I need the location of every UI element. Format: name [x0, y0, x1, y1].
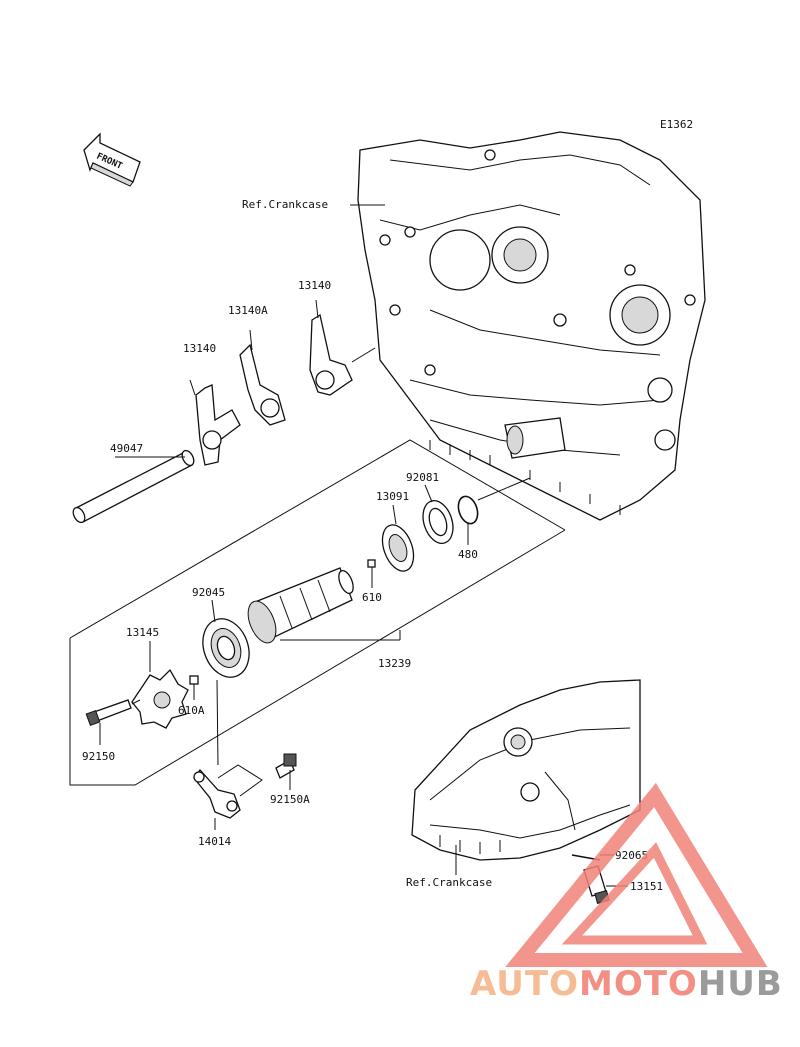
front-arrow-icon: FRONT [83, 132, 141, 187]
part-label-13145: 13145 [126, 626, 159, 639]
washer-92081 [422, 499, 454, 545]
crankcase-lower [411, 679, 641, 861]
bolt-92150 [85, 699, 132, 726]
watermark-wordmark: AUTOMOTOHUB [470, 964, 783, 1004]
watermark-logo: AUTOMOTOHUB [470, 782, 783, 1004]
shift-fork-13140-right [309, 299, 353, 396]
part-label-610: 610 [362, 591, 382, 604]
shift-fork-13140-left [189, 379, 241, 466]
part-label-92065: 92065 [615, 849, 648, 862]
shift-rod-49047 [72, 449, 195, 524]
part-label-92081: 92081 [406, 471, 439, 484]
ref-crankcase-lower-label: Ref.Crankcase [406, 876, 492, 889]
part-label-13140-left: 13140 [183, 342, 216, 355]
part-label-13091: 13091 [376, 490, 409, 503]
cam-plate-13091 [381, 524, 415, 572]
diagram-code: E1362 [660, 118, 693, 131]
part-label-92150a: 92150A [270, 793, 310, 806]
part-label-13151: 13151 [630, 880, 663, 893]
gear-positioner-13145 [131, 668, 189, 729]
circlip-480 [457, 495, 479, 525]
part-label-92045: 92045 [192, 586, 225, 599]
watermark-hub: HUB [698, 964, 783, 1004]
part-label-13140-right: 13140 [298, 279, 331, 292]
shift-fork-13140a-center [239, 329, 286, 426]
bolt-92150a [275, 753, 297, 779]
crankcase-upper [357, 131, 706, 521]
pin-610 [367, 559, 376, 568]
watermark-auto: AUTO [470, 964, 579, 1004]
part-label-610a: 610A [178, 704, 205, 717]
ref-crankcase-upper-label: Ref.Crankcase [242, 198, 328, 211]
part-label-480: 480 [458, 548, 478, 561]
part-label-92150: 92150 [82, 750, 115, 763]
part-label-13140a: 13140A [228, 304, 268, 317]
part-label-13239: 13239 [378, 657, 411, 670]
part-label-49047: 49047 [110, 442, 143, 455]
part-label-14014: 14014 [198, 835, 231, 848]
watermark-triangle-icon [505, 782, 768, 967]
watermark-inner-triangle-icon [561, 842, 708, 945]
pin-610a [189, 675, 199, 685]
watermark-moto: MOTO [579, 964, 698, 1004]
bearing-92045 [202, 618, 250, 678]
shift-drum-13239 [247, 567, 354, 644]
lever-14014 [193, 768, 241, 819]
